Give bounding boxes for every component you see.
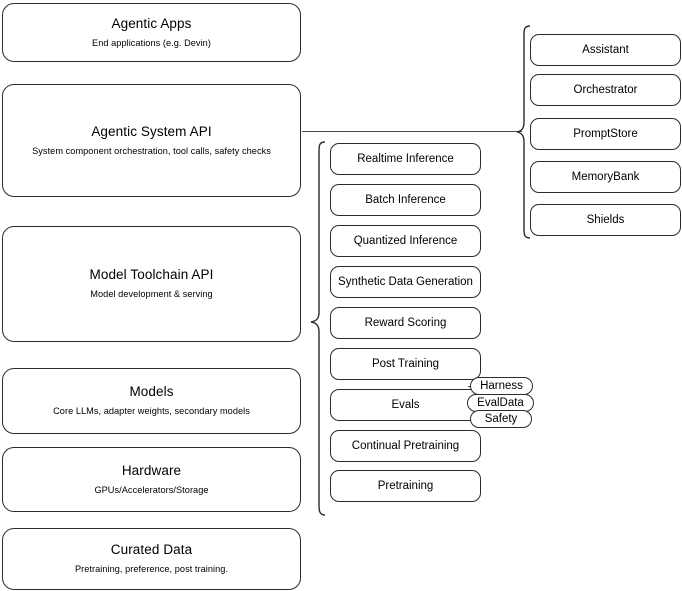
layer-agentic-apps[interactable]: Agentic Apps End applications (e.g. Devi…	[2, 3, 301, 62]
eval-tag-label: Harness	[480, 380, 523, 392]
layer-subtitle: GPUs/Accelerators/Storage	[94, 484, 209, 495]
component-promptstore[interactable]: PromptStore	[530, 118, 681, 150]
component-pretraining[interactable]: Pretraining	[330, 470, 481, 502]
layer-agentic-system-api[interactable]: Agentic System API System component orch…	[2, 84, 301, 197]
component-memorybank[interactable]: MemoryBank	[530, 161, 681, 193]
connector-agentic-system-to-components	[302, 131, 522, 133]
component-label: PromptStore	[573, 127, 638, 140]
layer-subtitle: Core LLMs, adapter weights, secondary mo…	[53, 406, 250, 417]
component-label: Continual Pretraining	[351, 439, 460, 452]
component-quantized-inference[interactable]: Quantized Inference	[330, 225, 481, 257]
component-label: Pretraining	[377, 479, 434, 492]
eval-tag-label: Safety	[484, 413, 518, 425]
component-label: Synthetic Data Generation	[338, 275, 473, 288]
component-shields[interactable]: Shields	[530, 204, 681, 236]
component-label: Reward Scoring	[364, 316, 447, 329]
component-post-training[interactable]: Post Training	[330, 348, 481, 380]
layer-model-toolchain-api[interactable]: Model Toolchain API Model development & …	[2, 226, 301, 342]
component-realtime-inference[interactable]: Realtime Inference	[330, 143, 481, 175]
component-label: Post Training	[371, 357, 440, 370]
component-label: Assistant	[582, 43, 629, 56]
layer-title: Models	[129, 384, 174, 400]
component-synthetic-data-generation[interactable]: Synthetic Data Generation	[330, 266, 481, 298]
eval-tag-label: EvalData	[477, 397, 524, 409]
layer-curated-data[interactable]: Curated Data Pretraining, preference, po…	[2, 528, 301, 590]
component-label: Evals	[391, 398, 420, 411]
bracket-agentic-components	[516, 25, 531, 239]
layer-title: Agentic Apps	[111, 15, 192, 31]
component-continual-pretraining[interactable]: Continual Pretraining	[330, 430, 481, 462]
eval-tag-safety[interactable]: Safety	[470, 410, 532, 428]
component-label: MemoryBank	[571, 170, 640, 183]
layer-subtitle: Model development & serving	[90, 289, 213, 300]
layer-subtitle: Pretraining, preference, post training.	[74, 564, 229, 575]
component-evals[interactable]: Evals	[330, 389, 481, 421]
component-label: Shields	[586, 213, 625, 226]
component-orchestrator[interactable]: Orchestrator	[530, 74, 681, 106]
layer-subtitle: End applications (e.g. Devin)	[92, 37, 211, 48]
component-label: Quantized Inference	[353, 234, 458, 247]
component-batch-inference[interactable]: Batch Inference	[330, 184, 481, 216]
layer-title: Model Toolchain API	[89, 267, 214, 283]
component-label: Orchestrator	[573, 83, 638, 96]
layer-models[interactable]: Models Core LLMs, adapter weights, secon…	[2, 368, 301, 434]
bracket-toolchain-components	[310, 141, 326, 516]
component-label: Realtime Inference	[357, 152, 454, 165]
eval-tag-harness[interactable]: Harness	[470, 377, 533, 395]
layer-hardware[interactable]: Hardware GPUs/Accelerators/Storage	[2, 447, 301, 512]
layer-subtitle: System component orchestration, tool cal…	[32, 145, 271, 156]
layer-title: Curated Data	[110, 542, 193, 558]
layer-title: Agentic System API	[91, 123, 212, 139]
component-reward-scoring[interactable]: Reward Scoring	[330, 307, 481, 339]
layer-title: Hardware	[121, 462, 182, 478]
component-assistant[interactable]: Assistant	[530, 34, 681, 66]
component-label: Batch Inference	[365, 193, 446, 206]
